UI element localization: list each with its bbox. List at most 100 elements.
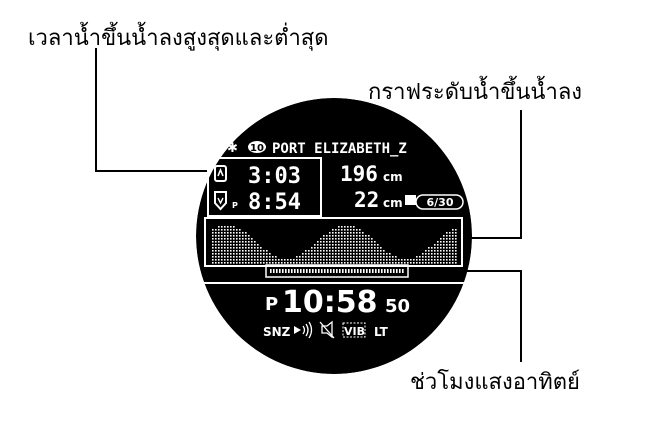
tide-graph-dot: [257, 259, 259, 261]
high-tide-icon: [214, 165, 227, 182]
tide-graph-dot: [212, 238, 214, 240]
tide-graph-dot: [221, 229, 223, 231]
tide-graph-dot: [377, 250, 379, 252]
tide-graph-dot: [377, 244, 379, 246]
sunlight-bar-segment: [279, 269, 281, 273]
tide-graph-dot: [212, 253, 214, 255]
tide-graph-dot: [248, 247, 250, 249]
tide-graph-dot: [320, 250, 322, 252]
tide-graph-dot: [416, 262, 418, 264]
tide-graph-dot: [305, 262, 307, 264]
tide-graph-dot: [272, 256, 274, 258]
tide-graph-dot: [329, 250, 331, 252]
tide-graph-dot: [239, 241, 241, 243]
location-number: 10: [250, 143, 264, 154]
tide-graph-dot: [392, 262, 394, 264]
tide-graph-dot: [251, 247, 253, 249]
tide-graph-dot: [263, 253, 265, 255]
tide-graph-dot: [227, 235, 229, 237]
tide-graph-dot: [440, 250, 442, 252]
tide-graph-dot: [452, 256, 454, 258]
tide-graph-dot: [224, 226, 226, 228]
tide-graph-dot: [455, 235, 457, 237]
tide-graph-dot: [320, 238, 322, 240]
tide-graph-dot: [338, 244, 340, 246]
leader-line-tide-graph: [462, 110, 522, 239]
tide-graph-dot: [254, 262, 256, 264]
tide-graph-dot: [335, 235, 337, 237]
tide-graph-dot: [308, 259, 310, 261]
tide-graph-dot: [434, 253, 436, 255]
tide-graph-dot: [422, 259, 424, 261]
tide-graph-dot: [353, 244, 355, 246]
tide-graph-dot: [224, 262, 226, 264]
tide-graph-dot: [338, 247, 340, 249]
tide-graph-dot: [401, 259, 403, 261]
tide-graph-dot: [443, 238, 445, 240]
tide-graph-dot: [347, 253, 349, 255]
tide-graph-dot: [329, 244, 331, 246]
tide-graph-dot: [257, 244, 259, 246]
tide-graph-dot: [404, 262, 406, 264]
tide-graph-dot: [437, 256, 439, 258]
tide-graph-dot: [317, 244, 319, 246]
tide-graph-dot: [410, 259, 412, 261]
tide-graph-dot: [251, 262, 253, 264]
tide-graph-dot: [341, 256, 343, 258]
tide-graph-dot: [359, 256, 361, 258]
tide-graph-dot: [317, 250, 319, 252]
tide-graph-dot: [224, 235, 226, 237]
tide-graph-dot: [227, 226, 229, 228]
tide-graph-dot: [446, 235, 448, 237]
tide-graph-dot: [221, 232, 223, 234]
tide-graph-dot: [347, 259, 349, 261]
tide-graph-dot: [356, 244, 358, 246]
tide-graph-dot: [428, 259, 430, 261]
tide-graph-dot: [332, 247, 334, 249]
tide-graph-dot: [305, 253, 307, 255]
tide-graph-dot: [377, 262, 379, 264]
tide-graph-dot: [233, 238, 235, 240]
tide-graph-dot: [236, 235, 238, 237]
tide-graph-dot: [323, 244, 325, 246]
tide-graph-dot: [425, 259, 427, 261]
tide-graph-dot: [440, 244, 442, 246]
tide-graph-dot: [257, 250, 259, 252]
date-badge: 6/30: [405, 194, 464, 210]
sunlight-bar: [270, 269, 404, 273]
tide-graph-dot: [452, 247, 454, 249]
sunlight-bar-segment: [366, 269, 368, 273]
tide-graph-dot: [368, 262, 370, 264]
tide-graph-dot: [266, 259, 268, 261]
sunlight-bar-segment: [378, 269, 380, 273]
tide-graph-dot: [212, 262, 214, 264]
tide-graph-dot: [368, 244, 370, 246]
tide-graph-dot: [338, 253, 340, 255]
tide-graph-dot: [263, 259, 265, 261]
tide-graph-dot: [443, 259, 445, 261]
tide-graph-dot: [356, 232, 358, 234]
tide-graph-dot: [260, 247, 262, 249]
tide-graph-dot: [329, 238, 331, 240]
tide-graph-dot: [245, 259, 247, 261]
tide-graph-dot: [260, 262, 262, 264]
bluetooth-icon: ✱: [227, 141, 238, 156]
tide-graph-dot: [242, 247, 244, 249]
tide-graph-dot: [359, 262, 361, 264]
tide-graph-dot: [314, 262, 316, 264]
tide-graph-dot: [224, 250, 226, 252]
tide-graph-dot: [353, 241, 355, 243]
tide-graph-dot: [269, 256, 271, 258]
tide-graph-dot: [371, 238, 373, 240]
tide-graph-dot: [332, 253, 334, 255]
tide-graph-dot: [413, 259, 415, 261]
tide-graph-dot: [218, 250, 220, 252]
tide-graph-dot: [245, 250, 247, 252]
tide-graph-dot: [251, 256, 253, 258]
tide-graph-dot: [266, 262, 268, 264]
sunlight-bar-segment: [363, 269, 365, 273]
tide-graph-dot: [302, 262, 304, 264]
tide-graph-dot: [323, 235, 325, 237]
tide-graph-dot: [251, 253, 253, 255]
tide-graph-dot: [227, 247, 229, 249]
